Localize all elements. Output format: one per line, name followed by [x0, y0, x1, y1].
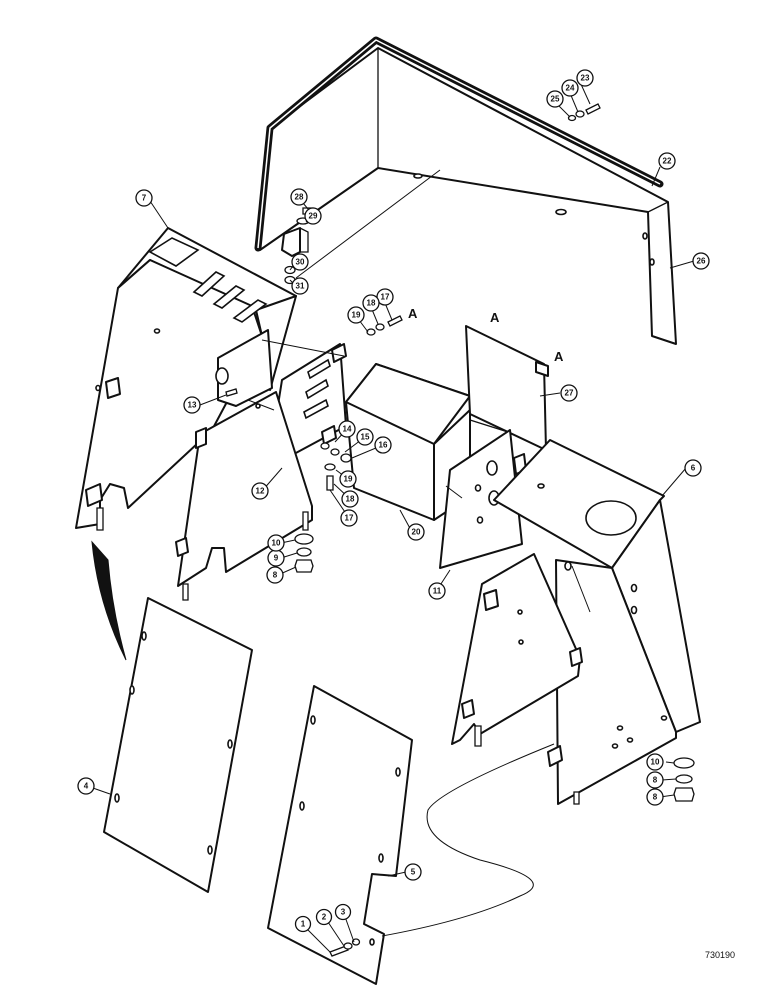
callout-label: 25	[551, 95, 560, 104]
callout-label: 23	[581, 74, 590, 83]
callout-label: 17	[345, 514, 354, 523]
callout-label: 17	[381, 293, 390, 302]
reference-letter: A	[408, 306, 418, 321]
callout-label: 13	[188, 401, 197, 410]
callout-label: 26	[697, 257, 706, 266]
drawing-number: 730190	[705, 950, 735, 960]
callout-label: 19	[344, 475, 353, 484]
callout-label: 5	[411, 868, 416, 877]
callout-label: 18	[346, 495, 355, 504]
callout-label: 9	[274, 554, 279, 563]
callout-label: 29	[309, 212, 318, 221]
callout-label: 10	[651, 758, 660, 767]
callout-label: 22	[663, 157, 672, 166]
callout-labels: 1 2 3 4 5 6 7 8 8 8 9 10 10 11 12 13 14 …	[84, 74, 706, 929]
right-door-panel-part	[267, 685, 413, 985]
hardware-symbols	[225, 103, 695, 957]
left-pedestal-part	[75, 227, 297, 531]
front-mount-plate-part	[439, 429, 527, 569]
callout-label: 8	[653, 793, 658, 802]
callout-label: 8	[653, 776, 658, 785]
curved-arrow-icon	[91, 540, 127, 661]
callout-label: 27	[565, 389, 574, 398]
callout-label: 3	[341, 908, 346, 917]
right-side-panel-part	[451, 553, 583, 805]
center-housing-part	[345, 363, 509, 521]
callout-label: 31	[296, 282, 305, 291]
reference-letter: A	[490, 310, 500, 325]
top-cover-part	[259, 47, 677, 345]
callout-label: 24	[566, 84, 575, 93]
callout-label: 11	[433, 587, 442, 596]
callout-circles	[77, 69, 710, 933]
callout-label: 20	[412, 528, 421, 537]
callout-label: 1	[301, 920, 306, 929]
callout-label: 8	[273, 571, 278, 580]
reference-lines	[247, 169, 591, 937]
callout-label: 10	[272, 539, 281, 548]
callout-label: 28	[295, 193, 304, 202]
callout-label: 14	[343, 425, 352, 434]
callout-label: 15	[361, 433, 370, 442]
callout-label: 18	[367, 299, 376, 308]
left-door-panel-part	[103, 597, 253, 893]
angle-bracket-part	[281, 227, 309, 257]
callout-label: 7	[142, 194, 147, 203]
callout-label: 6	[691, 464, 696, 473]
callout-label: 30	[296, 258, 305, 267]
callout-label: 4	[84, 782, 89, 791]
callout-label: 12	[256, 487, 265, 496]
callout-label: 19	[352, 311, 361, 320]
reference-letter: A	[554, 349, 564, 364]
callout-label: 16	[379, 441, 388, 450]
callout-label: 2	[322, 913, 327, 922]
right-pedestal-part	[493, 439, 701, 805]
